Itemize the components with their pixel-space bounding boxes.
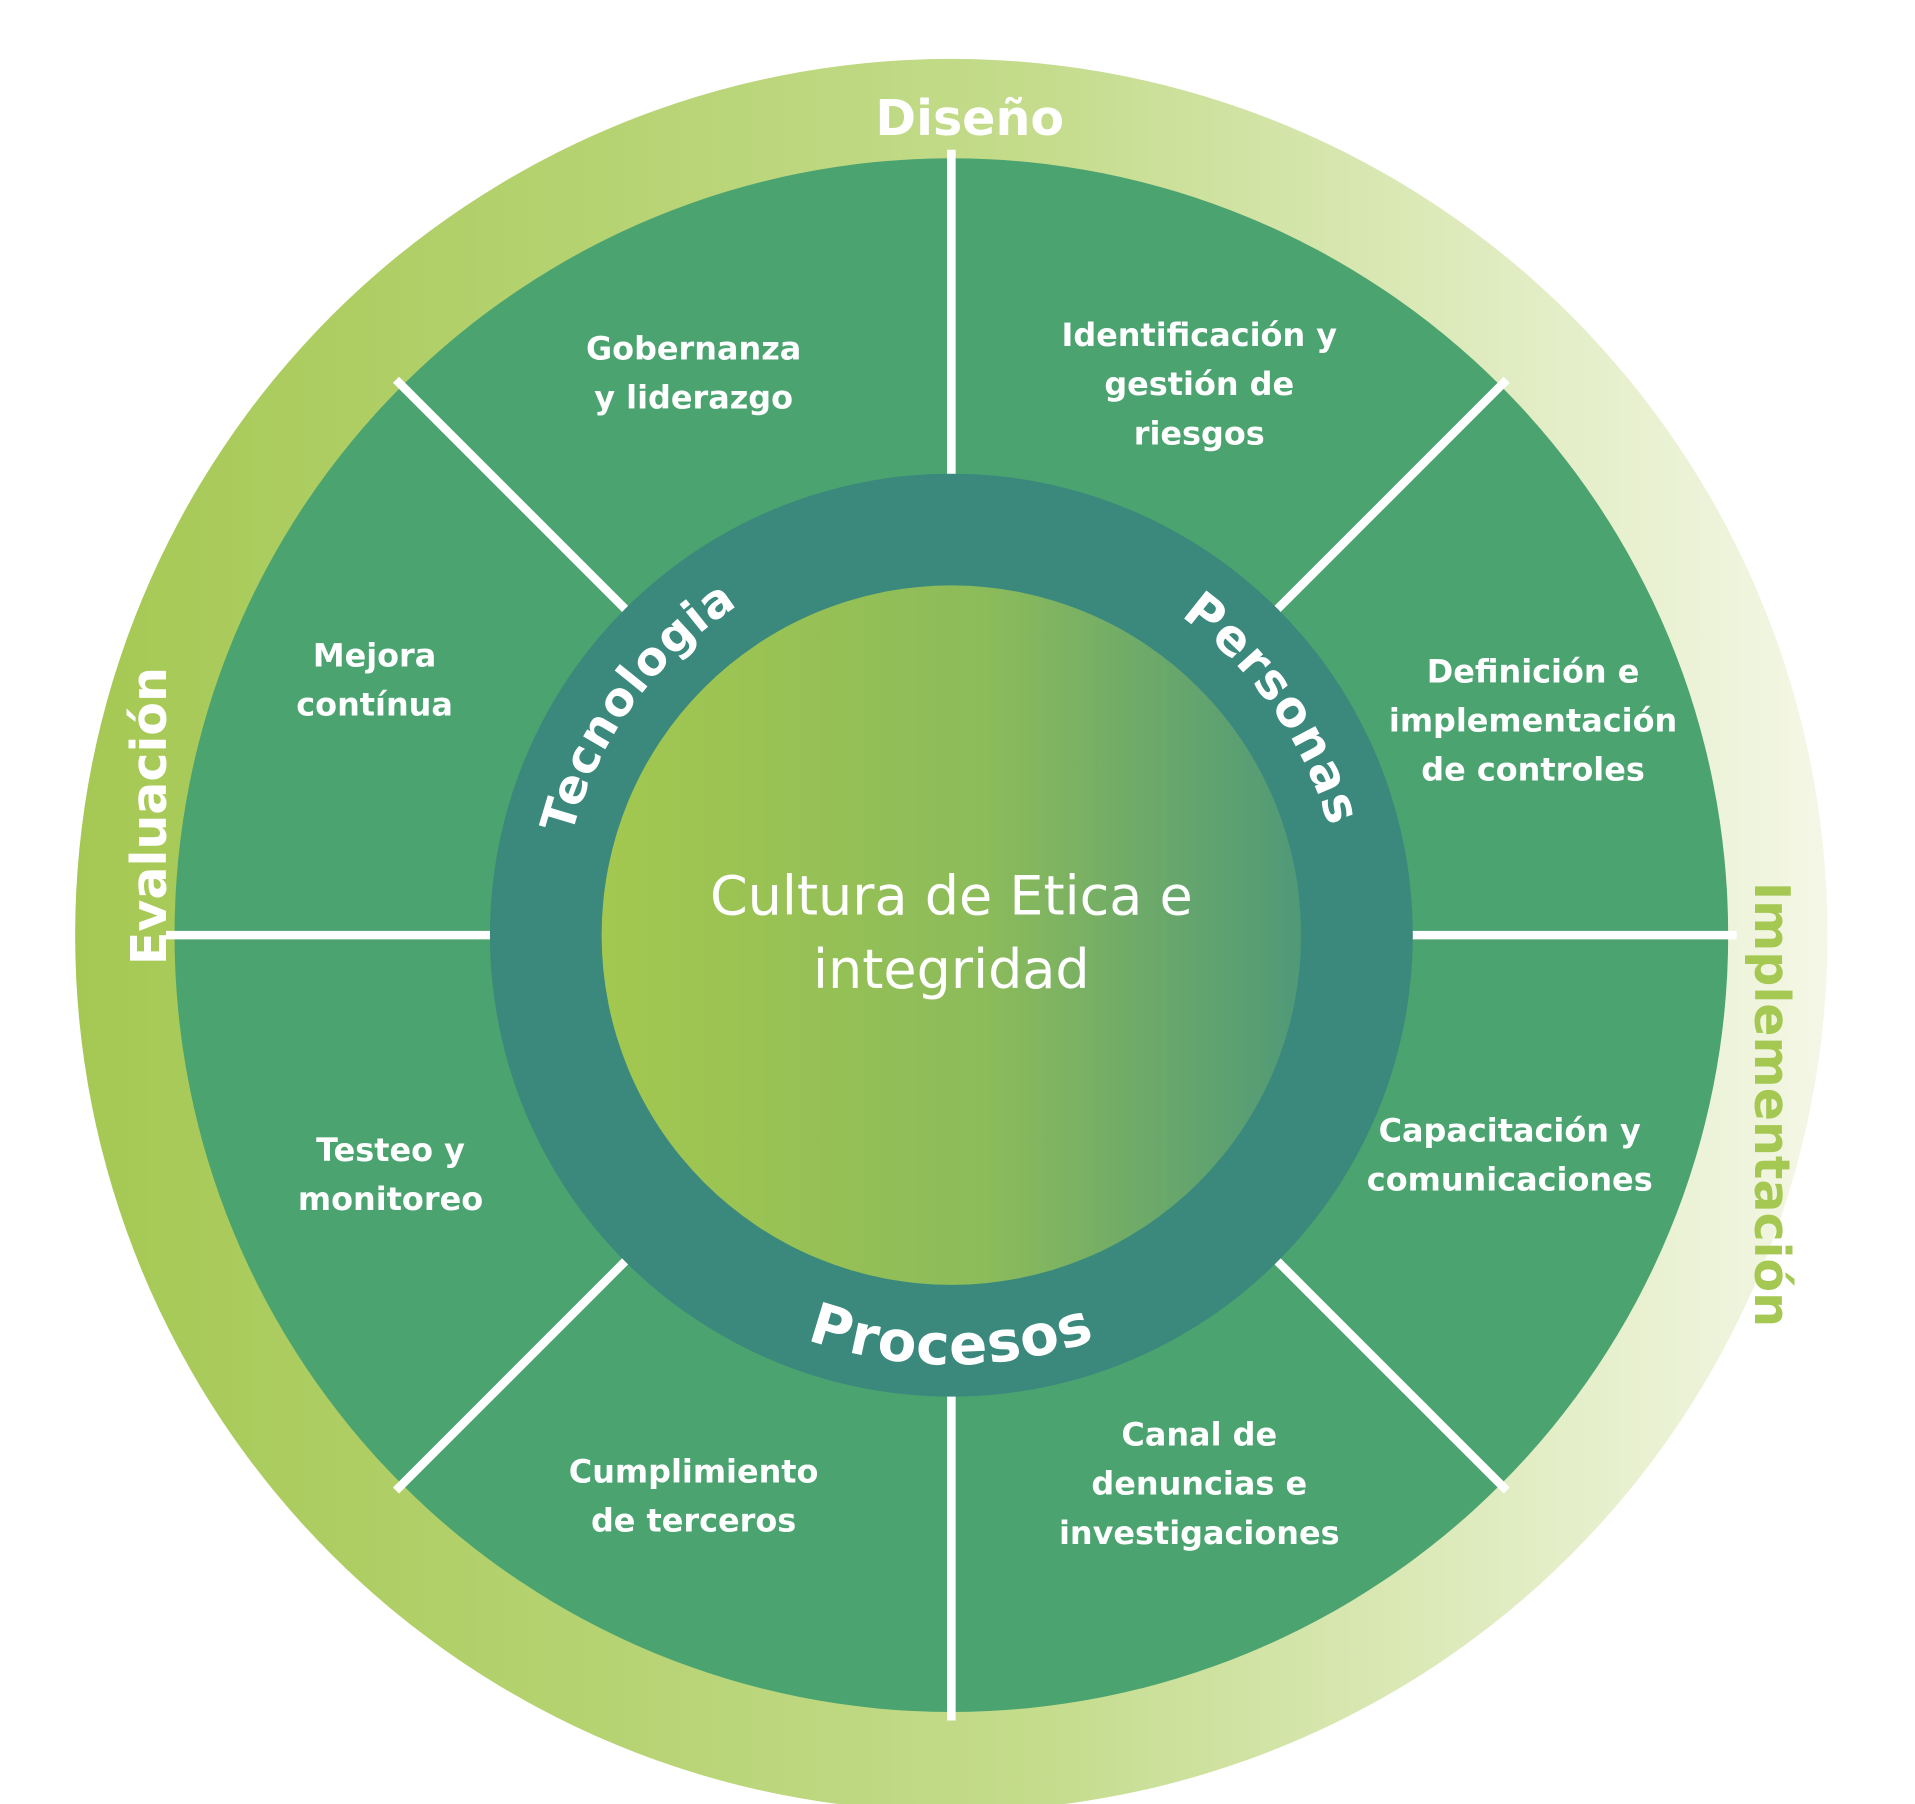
segment-label-line: denuncias e	[1091, 1465, 1307, 1503]
segment-label-line: y liderazgo	[594, 379, 793, 417]
segment-label-line: contínua	[296, 685, 453, 723]
segment-label-line: investigaciones	[1059, 1514, 1340, 1552]
segment-0: Gobernanza y liderazgo	[586, 330, 801, 417]
segment-labels: Gobernanza y liderazgo Identificación y ges…	[296, 316, 1677, 1552]
segment-label-line: gestión de	[1104, 365, 1294, 403]
segment-divider	[392, 376, 634, 618]
segment-label-line: Cumplimiento	[569, 1452, 819, 1490]
segment-label-line: implementación	[1389, 701, 1677, 739]
segment-7: Mejora contínua	[296, 636, 453, 723]
segment-6: Testeo y monitoreo	[298, 1131, 483, 1218]
segment-divider	[392, 1253, 634, 1494]
segment-label-line: comunicaciones	[1367, 1160, 1653, 1198]
segment-label-line: de controles	[1421, 751, 1644, 789]
phase-label-evaluacion: Evaluación	[120, 667, 178, 965]
segment-label-line: riesgos	[1134, 414, 1265, 452]
segment-label-line: de terceros	[591, 1502, 796, 1540]
center-title-line2: integridad	[813, 938, 1090, 1001]
core-circle	[601, 585, 1302, 1285]
segment-label-line: Mejora	[313, 636, 436, 674]
segment-2: Definición e implementación de controles	[1389, 652, 1677, 788]
segment-5: Cumplimiento de terceros	[569, 1452, 819, 1539]
segment-label-line: Canal de	[1121, 1416, 1277, 1454]
segment-divider	[1269, 376, 1510, 618]
segment-divider	[1269, 1253, 1510, 1494]
phase-label-diseno: Diseño	[875, 89, 1064, 147]
segment-4: Canal de denuncias e investigaciones	[1059, 1416, 1340, 1552]
segment-label-line: Capacitación y	[1379, 1111, 1641, 1149]
segment-3: Capacitación y comunicaciones	[1367, 1111, 1653, 1198]
segment-label-line: monitoreo	[298, 1180, 483, 1218]
center-title-line1: Cultura de Etica e	[710, 864, 1193, 927]
segment-label-line: Definición e	[1427, 652, 1640, 690]
segment-1: Identificación y gestión de riesgos	[1061, 316, 1337, 452]
segment-dividers	[165, 149, 1737, 1721]
phase-label-implementacion: Implementación	[1743, 882, 1801, 1327]
segment-label-line: Gobernanza	[586, 330, 801, 368]
segment-label-line: Testeo y	[316, 1131, 465, 1169]
segment-label-line: Identificación y	[1061, 316, 1337, 354]
